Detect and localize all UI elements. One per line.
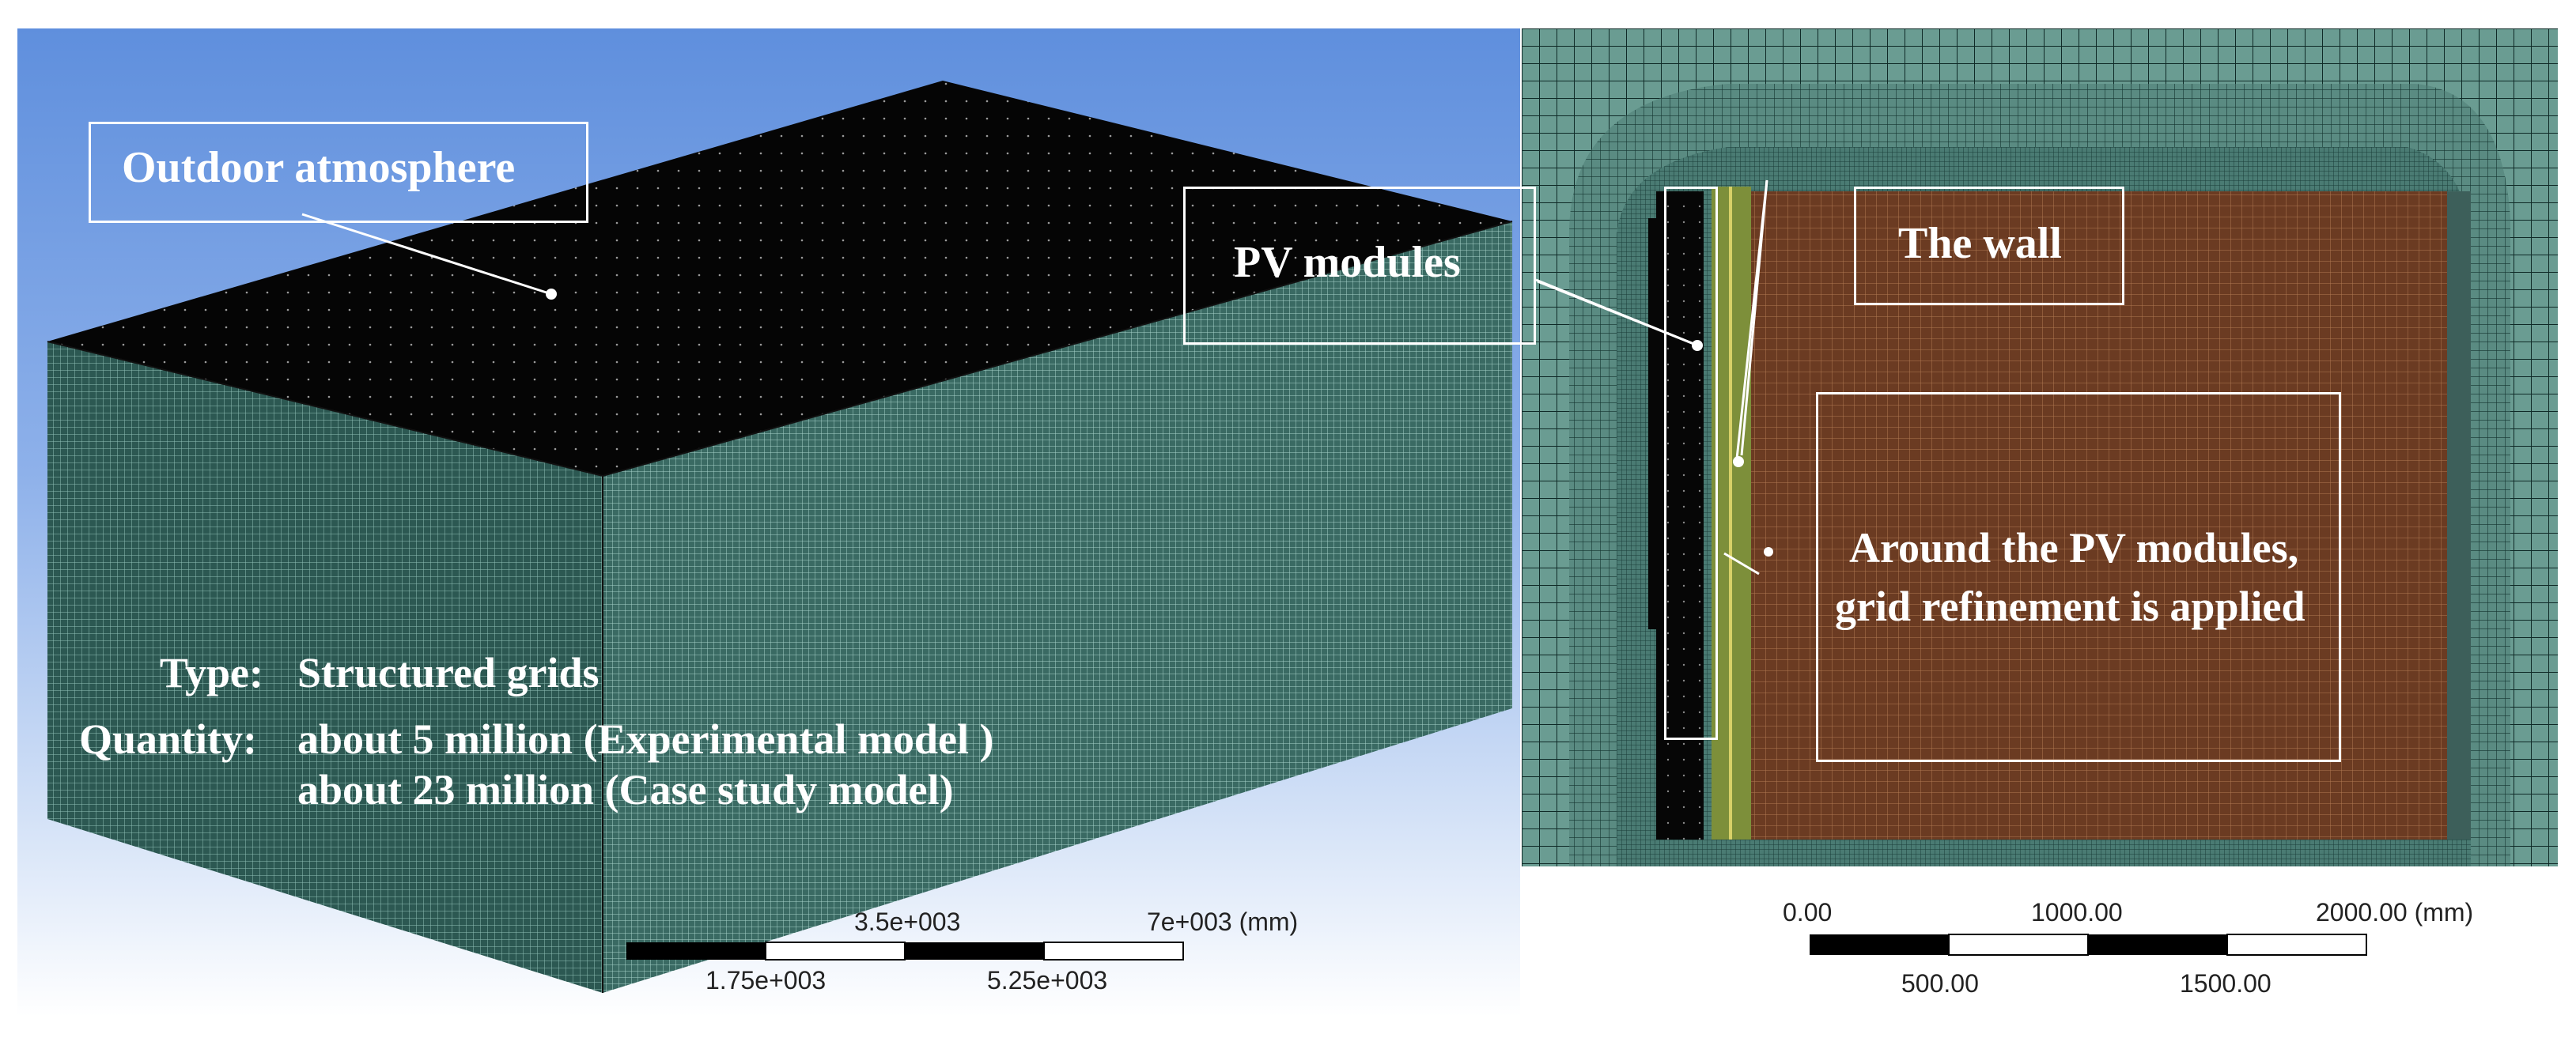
side-face-mesh [603, 221, 1512, 993]
left-scale-bottom-label-2: 5.25e+003 [987, 966, 1108, 994]
mesh-section-view: The wall Around the PV modules, grid ref… [1522, 28, 2558, 866]
quantity-line-2: about 23 million (Case study model) [297, 766, 954, 813]
wall-callout-box [1854, 187, 2124, 305]
refine-callout-line-1: Around the PV modules, [1849, 524, 2299, 572]
wall-callout-label: The wall [1898, 219, 2062, 268]
type-value: Structured grids [297, 649, 600, 696]
front-face-mesh [47, 342, 603, 993]
refine-pointer-dot [1764, 547, 1773, 557]
right-scale-top-label-2: 1000.00 [2031, 898, 2123, 927]
outdoor-callout-box [89, 122, 588, 223]
right-scale-top-label-1: 0.00 [1783, 898, 1833, 927]
left-scale-bar [626, 942, 1184, 961]
pv-callout-label: PV modules [1234, 238, 1461, 287]
mesh-section-svg [1522, 28, 2558, 866]
quantity-line-1: about 5 million (Experimental model ) [297, 715, 994, 763]
pv-callout-box [1183, 187, 1536, 345]
outdoor-pointer-dot [546, 289, 557, 300]
refine-highlight-box [1816, 392, 2341, 762]
wall-pointer-dot [1733, 456, 1744, 467]
outdoor-callout-label: Outdoor atmosphere [122, 143, 516, 192]
right-scale-top-label-3: 2000.00 (mm) [2316, 898, 2474, 927]
refined-indoor-zone [1751, 191, 2447, 840]
top-face-outdoor-atmosphere [47, 81, 1512, 476]
left-scale-top-label-1: 3.5e+003 [854, 908, 961, 936]
mesh-3d-svg [47, 81, 1513, 993]
refine-callout-line-2: grid refinement is applied [1835, 583, 2306, 630]
left-scale-bottom-label-1: 1.75e+003 [705, 966, 827, 994]
pv-highlight-box [1664, 187, 1718, 740]
mesh-3d-view: Outdoor atmosphere Type: Structured grid… [17, 28, 1520, 1017]
left-scale-top-label-2: 7e+003 (mm) [1147, 908, 1299, 936]
refine-leader-line [1723, 552, 1760, 576]
right-scale-bottom-label-2: 1500.00 [2180, 969, 2271, 998]
type-key: Type: [160, 649, 263, 696]
outdoor-leader-line [301, 213, 550, 295]
right-scale-bottom-label-1: 500.00 [1901, 969, 1979, 998]
quantity-key: Quantity: [79, 715, 258, 763]
